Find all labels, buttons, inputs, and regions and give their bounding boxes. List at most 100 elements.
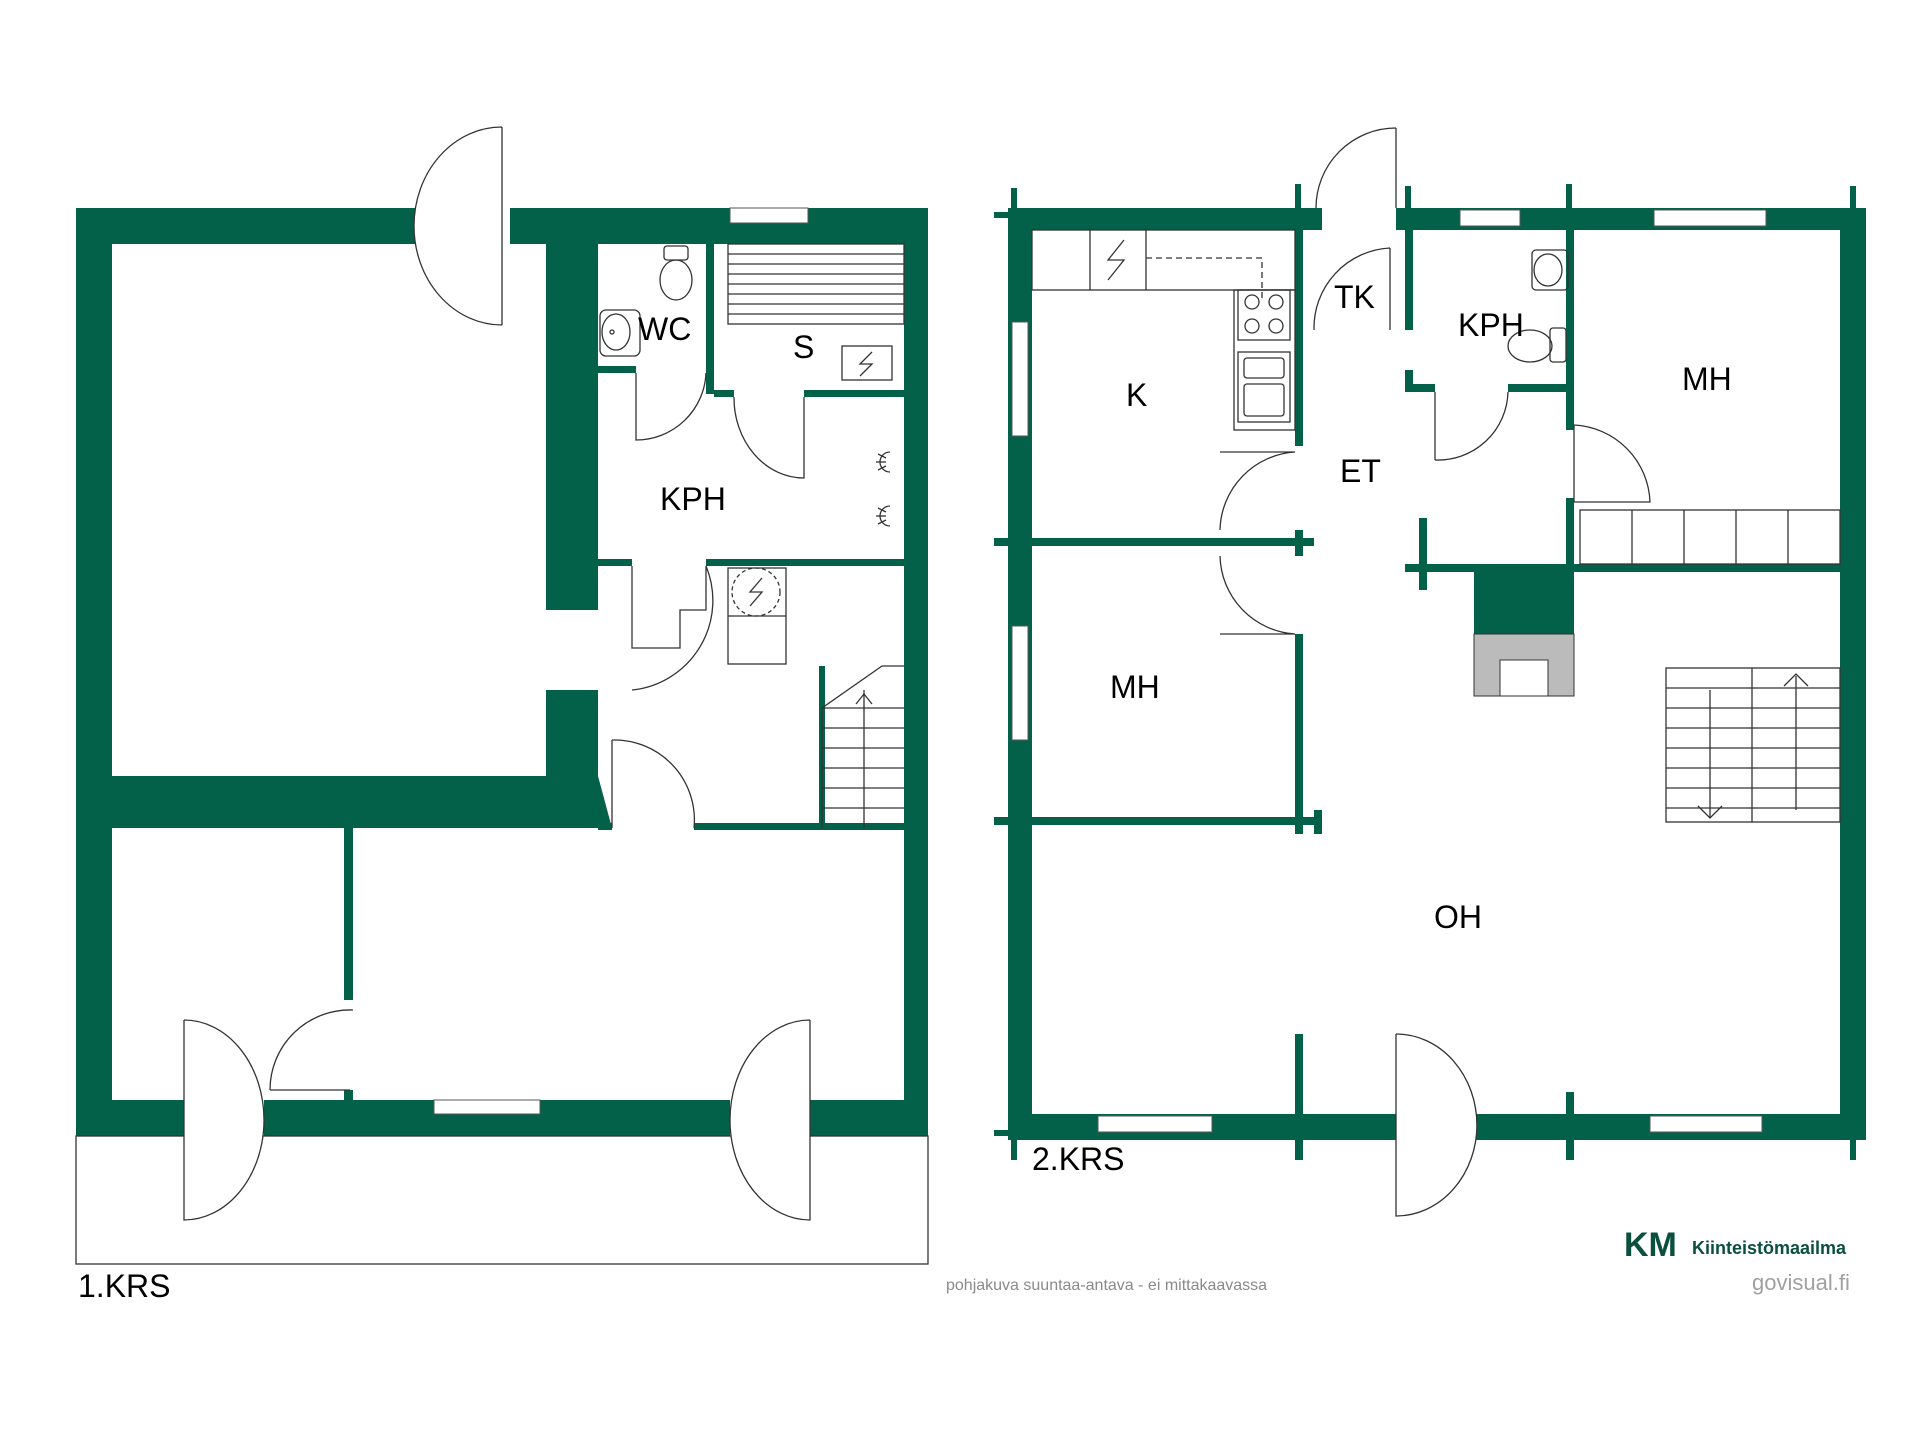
- room-label-mh-upper: MH: [1682, 361, 1732, 397]
- wall2-mh-right-bottom-stub: [1314, 810, 1322, 834]
- wall-wc-sauna: [706, 244, 714, 394]
- fireplace-icon: [1473, 572, 1575, 697]
- wall2-mh-upper-bottom: [1405, 564, 1840, 572]
- sauna-benches: [727, 243, 905, 325]
- second-floor-plan: K TK KPH MH ET MH OH 2.KRS: [994, 127, 1866, 1217]
- wall-interior-horizontal: [112, 776, 546, 828]
- wall-top-right: [510, 208, 928, 244]
- wall-wc-bottom: [598, 366, 636, 373]
- log-end: [1850, 1140, 1856, 1160]
- door2-mh-upper: [1573, 424, 1651, 503]
- log-end: [994, 212, 1008, 218]
- door-kph: [631, 565, 714, 691]
- window-oh-left: [1097, 1115, 1213, 1133]
- wall2-right: [1840, 208, 1866, 1140]
- brand-mark: KM: [1624, 1226, 1677, 1264]
- stairs-second-floor: [1665, 667, 1841, 823]
- window-kitchen: [1011, 321, 1029, 437]
- wall-interior-vertical-upper: [546, 244, 598, 610]
- wall2-mh-bottom: [1032, 817, 1314, 825]
- shower-icon: [876, 451, 891, 473]
- window-sauna: [729, 207, 809, 224]
- room-label-sauna: S: [793, 329, 814, 365]
- sink-icon: [599, 309, 641, 357]
- log-end: [1566, 184, 1572, 230]
- wall-lower-divider-stub: [344, 1090, 353, 1100]
- wall2-divider-stub-left: [994, 538, 1008, 546]
- wall2-kph-bottom-left: [1405, 384, 1435, 392]
- footer: pohjakuva suuntaa-antava - ei mittakaava…: [946, 1226, 1850, 1295]
- wall-left: [76, 208, 112, 1136]
- door2-tk: [1313, 247, 1391, 331]
- door2-mh-lower: [1219, 555, 1296, 635]
- wall-sauna-bottom-right: [804, 390, 904, 397]
- door-terrace-left: [183, 1019, 265, 1221]
- first-floor-plan: WC S KPH 1.KRS: [75, 126, 929, 1304]
- wall2-kph-right: [1566, 230, 1574, 430]
- wall2-kph-left-stub: [1405, 370, 1413, 388]
- wall-hall-bottom-left: [598, 823, 612, 830]
- room-label-kph: KPH: [660, 481, 726, 517]
- wall-kph-bottom-right: [706, 559, 904, 566]
- wall-sauna-bottom-left: [714, 390, 734, 397]
- kitchen-sink-icon: [1237, 351, 1291, 423]
- window-kph2: [1459, 209, 1521, 227]
- stairs-first-floor: [821, 665, 904, 828]
- window-oh-right: [1649, 1115, 1763, 1133]
- room-label-kitchen: K: [1126, 377, 1147, 413]
- wall-top-left: [76, 208, 426, 244]
- floor-label-first: 1.KRS: [78, 1268, 170, 1304]
- wall2-mh-right-upper: [1295, 530, 1303, 556]
- door2-kph: [1434, 391, 1509, 461]
- log-end: [1295, 184, 1301, 230]
- wall-hall-bottom-right: [694, 823, 904, 830]
- window-mh-lower: [1011, 625, 1029, 741]
- wall-interior-corner: [546, 776, 612, 828]
- room-label-et: ET: [1340, 453, 1381, 489]
- wall-kph-bottom-left: [598, 559, 632, 566]
- room-label-kph2: KPH: [1458, 307, 1524, 343]
- room-label-oh: OH: [1434, 899, 1482, 935]
- floor-label-second: 2.KRS: [1032, 1141, 1124, 1177]
- electric-panel-icon: [1106, 239, 1126, 281]
- wall-right: [904, 208, 928, 1136]
- log-end: [1295, 1034, 1303, 1160]
- room-label-wc: WC: [638, 311, 691, 347]
- door2-balcony: [1395, 1033, 1478, 1217]
- log-end: [1850, 186, 1856, 208]
- door-wc: [635, 372, 707, 441]
- wall2-mh-bottom-stub: [994, 817, 1008, 825]
- log-end: [1011, 1140, 1017, 1160]
- wall2-kph-left: [1405, 230, 1413, 330]
- wardrobe: [1579, 509, 1841, 565]
- sink-icon: [1531, 249, 1569, 291]
- toilet-icon: [659, 245, 693, 301]
- wall-lower-divider: [344, 828, 353, 1000]
- door-sauna: [733, 396, 805, 479]
- kitchen-counter: [1031, 229, 1296, 431]
- wall2-mh-upper-left: [1566, 498, 1574, 572]
- brand-name: Kiinteistömaailma: [1692, 1238, 1847, 1258]
- wall2-kph-bottom-right: [1508, 384, 1574, 392]
- window-mh-upper: [1653, 209, 1767, 227]
- disclaimer-note: pohjakuva suuntaa-antava - ei mittakaava…: [946, 1277, 1267, 1294]
- site-url: govisual.fi: [1752, 1270, 1850, 1295]
- log-end: [994, 1130, 1008, 1136]
- room-label-mh-lower: MH: [1110, 669, 1160, 705]
- room-label-tk: TK: [1334, 279, 1375, 315]
- wall2-divider-k-mh: [1032, 538, 1314, 546]
- wall-bottom-left: [76, 1100, 184, 1136]
- dashed-line: [1146, 257, 1263, 300]
- log-end: [1011, 188, 1017, 208]
- wall2-mh-upper-left-stub: [1419, 518, 1427, 590]
- brand-logo: KM Kiinteistömaailma: [1624, 1226, 1847, 1264]
- toilet-icon: [1507, 327, 1567, 363]
- wall-bottom-right: [810, 1100, 928, 1136]
- wall2-mh-right-lower: [1295, 634, 1303, 834]
- stove-icon: [1237, 289, 1291, 341]
- door-main-top: [413, 126, 503, 326]
- door2-entrance: [1315, 127, 1397, 209]
- log-end: [1405, 186, 1411, 230]
- door-lower-room: [269, 1009, 354, 1091]
